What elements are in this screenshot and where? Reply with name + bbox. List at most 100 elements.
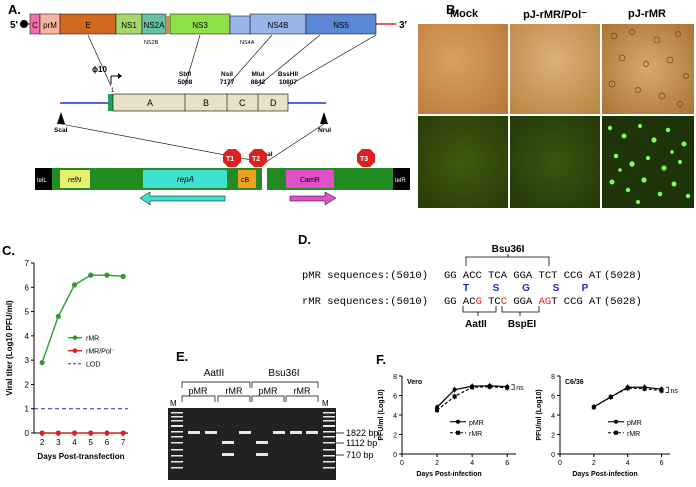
rmr-label: rMR sequences:(5010) (302, 296, 428, 308)
t1-stop (223, 149, 241, 167)
c-point-1-4 (104, 430, 110, 436)
ref-n-box (60, 170, 90, 188)
f-xtick-label: 4 (626, 460, 630, 467)
panel-label-a: A. (8, 2, 21, 17)
f-point-1-2 (470, 385, 475, 390)
c-xlabel: Days Post-transfection (37, 452, 124, 461)
f-ytick-label: 2 (551, 433, 555, 440)
micro-bright-rmr (602, 24, 694, 114)
svg-text:T2: T2 (252, 156, 260, 163)
cb-box (238, 170, 256, 188)
f-ytick-label: 2 (393, 433, 397, 440)
ns4a-bar (229, 15, 251, 35)
f-ytick-label: 0 (551, 452, 555, 459)
f-series-line-1 (593, 387, 662, 408)
size-710: 710 bp (346, 450, 374, 460)
c-xtick-label: 5 (88, 438, 93, 447)
svg-text:T1: T1 (226, 156, 234, 163)
rep-a-label: repA (177, 175, 194, 184)
gene-label-ns2a: NS2A (144, 21, 166, 30)
f-point-1-0 (591, 405, 596, 410)
amino-acid-0: T (463, 283, 469, 294)
aatii-bottom: AatII (465, 319, 487, 330)
f-series-line-1 (436, 386, 508, 411)
fragment-a: A (147, 98, 153, 108)
rmr-sequence: GG ACG TCC GGA AGT CCG AT (444, 296, 602, 308)
amino-acid-3: S (553, 283, 560, 294)
c-point-0-5 (120, 273, 126, 279)
f-ytick-label: 6 (551, 394, 555, 401)
site-bsshii: BssHII (278, 71, 298, 78)
panel-e-gel: AatII Bsu36I M pMR rMR pMR rMR M 1822 bp… (168, 368, 379, 480)
micro-bright-mock (418, 24, 508, 114)
c-xtick-label: 3 (56, 438, 61, 447)
size-1112: 1112 bp (346, 438, 377, 448)
tel-l-label: telL (37, 178, 47, 184)
panel-label-e: E. (176, 349, 189, 364)
f-xtick-label: 4 (470, 460, 474, 467)
c-xtick-label: 6 (105, 438, 110, 447)
pos-one: 1 (111, 88, 115, 94)
gene-label-c: C (32, 21, 38, 30)
lane-pmr-1: pMR (188, 386, 208, 396)
col-rmr: pJ-rMR (628, 8, 666, 20)
c-ytick-label: 5 (25, 308, 30, 317)
col-mock: Mock (449, 8, 479, 20)
f-point-1-0 (435, 408, 440, 413)
c-ytick-label: 6 (25, 283, 30, 292)
f-ytick-label: 8 (393, 374, 397, 381)
c-series-line-0 (41, 274, 124, 363)
f-ytick-label: 6 (393, 394, 397, 401)
f-legend-label-0: pMR (627, 420, 642, 427)
t2-stop (249, 149, 267, 167)
cb-label: cB (241, 177, 250, 184)
enzyme-bsu36i: Bsu36I (268, 368, 299, 379)
lane-m-left: M (170, 399, 177, 408)
site-nsii: NsiI (221, 71, 233, 78)
gene-ns5 (305, 13, 377, 35)
panel-label-b: B. (446, 2, 459, 17)
site-pos-nsii: 7177 (220, 79, 235, 86)
cam-r-arrow (289, 191, 337, 206)
five-prime-label: 5' (10, 20, 18, 31)
f-xtick-label: 6 (505, 460, 509, 467)
amino-acid-4: P (582, 283, 589, 294)
micro-fluor-pol (510, 116, 600, 208)
micro-fluor-rmr (602, 116, 694, 208)
f-xtick-label: 0 (558, 460, 562, 467)
site-sbfi: SbfI (179, 71, 191, 78)
micro-bright-pol (510, 24, 600, 114)
gene-label-prm: prM (43, 21, 57, 30)
f-xtick-label: 0 (400, 460, 404, 467)
c-point-0-2 (71, 282, 78, 288)
f-ns-label: ns (516, 385, 524, 392)
f-legend-dot (614, 430, 618, 435)
c-legend-dot-0 (72, 335, 78, 341)
f-ns-bracket (665, 386, 669, 393)
c-point-0-3 (88, 272, 94, 278)
f-legend-label-1: rMR (469, 431, 482, 438)
amino-acid-2: G (522, 283, 530, 294)
c-ytick-label: 7 (25, 259, 30, 268)
f-xlabel: Days Post-infection (416, 471, 481, 478)
three-prime-label: 3' (399, 20, 407, 31)
t3-stop (357, 149, 375, 167)
c-point-1-5 (120, 430, 126, 436)
micro-fluor-mock (418, 116, 508, 208)
ns4a-label: NS4A (240, 40, 255, 46)
c-xtick-label: 7 (121, 438, 126, 447)
cam-r-label: CamR (300, 177, 320, 184)
gene-label-ns1: NS1 (121, 21, 137, 30)
c-ytick-label: 0 (25, 429, 30, 438)
f-ns-bracket (511, 384, 515, 391)
site-pos-sbfi: 5008 (178, 79, 193, 86)
panel-d-enzymes: AatII BspEI (462, 306, 540, 330)
fragment-b: B (203, 98, 209, 108)
f-point-0-1 (452, 387, 457, 392)
c-point-0-0 (39, 359, 45, 366)
c-legend-label-1: rMR/Pol⁻ (86, 349, 115, 356)
c-point-0-4 (104, 272, 110, 278)
cam-r-box (286, 170, 334, 188)
